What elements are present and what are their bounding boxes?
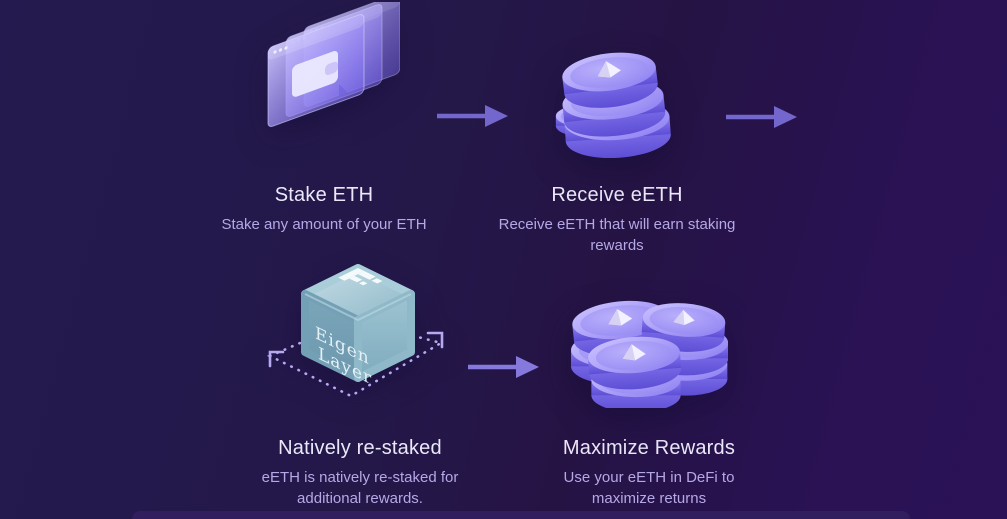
step-title: Receive eETH xyxy=(551,184,683,206)
eeth-coin-stack-icon xyxy=(555,30,673,160)
corner-bracket-right-icon xyxy=(426,331,444,349)
step-title: Maximize Rewards xyxy=(562,437,736,459)
step-stake-eth: Stake ETH Stake any amount of your ETH xyxy=(164,2,484,262)
wallet-icon xyxy=(292,51,348,97)
next-section-top-edge xyxy=(132,511,910,519)
step-receive-eeth: Receive eETH Receive eETH that will earn… xyxy=(457,2,777,262)
step-subtitle: Use your eETH in DeFi to maximize return… xyxy=(563,469,735,507)
step-natively-restaked: Natively re-staked eETH is natively re-s… xyxy=(200,255,520,515)
coin-cluster-icon xyxy=(568,276,728,408)
step-subtitle: eETH is natively re-staked for additiona… xyxy=(261,469,459,507)
step-maximize-rewards: Maximize Rewards Use your eETH in DeFi t… xyxy=(489,255,809,515)
eigenlayer-cube-icon: Eigen Layer xyxy=(266,264,445,398)
step-subtitle: Receive eETH that will earn staking rewa… xyxy=(498,216,736,254)
arrow-right-icon xyxy=(466,352,542,382)
eigenlayer-glyph-icon xyxy=(338,268,383,286)
step-title: Stake ETH xyxy=(274,184,374,206)
stacked-windows-icon xyxy=(267,2,400,128)
corner-bracket-left-icon xyxy=(268,350,285,368)
step-subtitle: Stake any amount of your ETH xyxy=(221,216,427,233)
arrow-right-icon xyxy=(435,101,511,131)
cube: Eigen Layer xyxy=(301,264,415,390)
arrow-right-icon xyxy=(724,102,800,132)
step-title: Natively re-staked xyxy=(278,437,442,459)
